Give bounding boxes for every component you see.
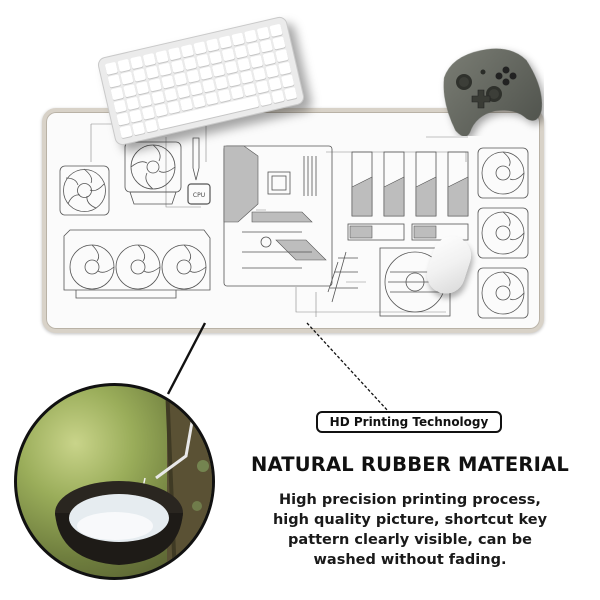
badge-callout-line bbox=[306, 322, 389, 412]
description-line: high quality picture, shortcut key bbox=[272, 512, 548, 528]
product-description: High precision printing process, high qu… bbox=[244, 490, 576, 570]
mousepad: CPU bbox=[42, 108, 544, 333]
thermal-paste-icon bbox=[192, 137, 200, 181]
ram-sticks-icon bbox=[351, 151, 469, 217]
power-supply-icon bbox=[327, 247, 451, 317]
hd-printing-badge: HD Printing Technology bbox=[316, 411, 502, 433]
graphics-card-icon bbox=[63, 229, 211, 299]
case-fan-left-icon bbox=[59, 165, 110, 216]
mousepad-stitched-edge bbox=[46, 112, 540, 329]
cpu-cooler-icon bbox=[124, 141, 182, 205]
photo-callout-line bbox=[166, 322, 207, 395]
case-fans-right-icon bbox=[477, 147, 529, 319]
latex-bowl-icon bbox=[55, 386, 212, 577]
svg-text:CPU: CPU bbox=[193, 192, 205, 199]
cpu-chip-icon: CPU bbox=[187, 183, 211, 205]
description-line: High precision printing process, bbox=[279, 492, 541, 508]
motherboard-icon bbox=[223, 145, 333, 287]
game-controller-prop bbox=[443, 48, 542, 136]
description-line: pattern clearly visible, can be bbox=[288, 532, 532, 548]
m2-ssd-icon bbox=[347, 223, 469, 241]
headline: NATURAL RUBBER MATERIAL bbox=[250, 453, 570, 476]
description-line: washed without fading. bbox=[313, 552, 507, 568]
rubber-latex-photo bbox=[14, 383, 215, 580]
hardware-schematic: CPU bbox=[59, 123, 529, 319]
